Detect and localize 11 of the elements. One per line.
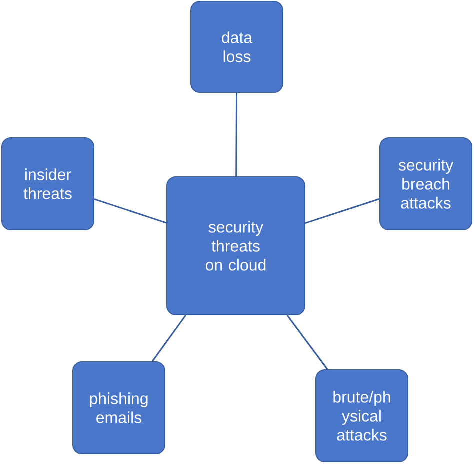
topic-box: security threats on cloud xyxy=(166,176,306,316)
connector-line xyxy=(152,315,186,362)
topic-box: data loss xyxy=(190,1,284,93)
connector-line xyxy=(286,315,328,370)
connector-line xyxy=(236,93,238,176)
topic-box: insider threats xyxy=(2,138,94,230)
topic-box: phishing emails xyxy=(72,362,166,454)
topic-box: brute/ph ysical attacks xyxy=(316,370,408,462)
topic-box: security breach attacks xyxy=(380,138,472,230)
connector-line xyxy=(305,198,380,224)
connector-line xyxy=(94,198,167,224)
